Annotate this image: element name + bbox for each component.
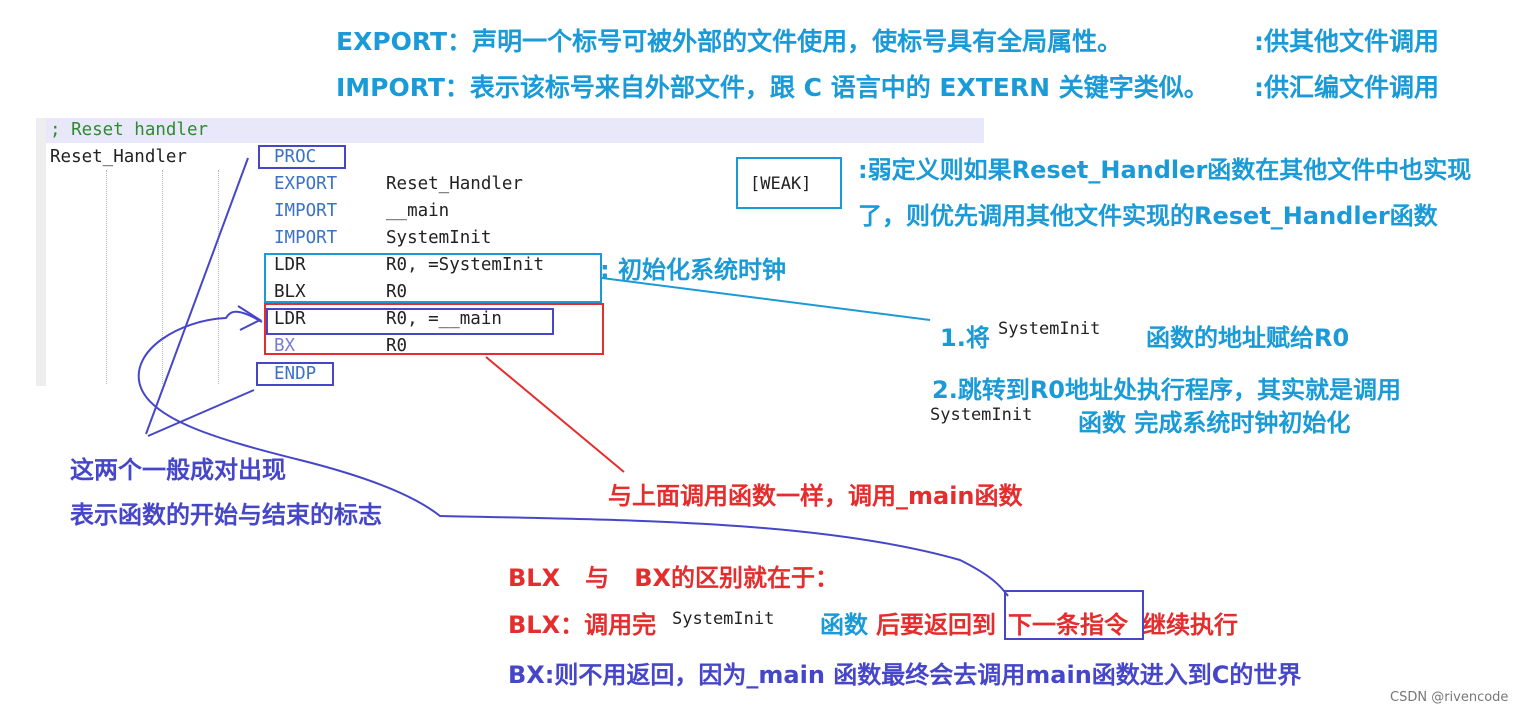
- weak-explanation-line2: 了，则优先调用其他文件实现的Reset_Handler函数: [858, 202, 1438, 230]
- endp-pointer-line: [147, 389, 255, 437]
- indent-guide: [218, 170, 219, 384]
- code-arg-import-systeminit: SystemInit: [386, 228, 492, 248]
- code-arg-import-main: __main: [386, 201, 450, 221]
- blx-red1: 后要返回到: [876, 611, 996, 639]
- init-clock-label: : 初始化系统时钟: [600, 256, 786, 284]
- code-op-ldr-main: LDR: [274, 309, 306, 329]
- code-op-endp: ENDP: [274, 364, 317, 384]
- blue-curve-arrow: [137, 310, 1009, 597]
- blx-mid: 函数: [820, 611, 868, 639]
- code-op-import-systeminit: IMPORT: [274, 228, 338, 248]
- code-comment: ; Reset handler: [50, 120, 209, 140]
- indent-guide: [162, 170, 163, 384]
- step2-code: SystemInit: [930, 405, 1033, 425]
- code-arg-ldr-main: R0, =__main: [386, 309, 502, 329]
- blx-boxed: 下一条指令: [1008, 611, 1128, 639]
- weak-keyword: [WEAK]: [750, 174, 812, 194]
- blue-arrow-head: [237, 305, 263, 331]
- pair-note-line1: 这两个一般成对出现: [70, 456, 286, 484]
- current-line-highlight: [46, 118, 984, 143]
- code-op-blx: BLX: [274, 282, 306, 302]
- endp-box: [256, 362, 334, 386]
- indent-guide: [106, 170, 107, 384]
- pair-note-line2: 表示函数的开始与结束的标志: [70, 501, 382, 529]
- code-editor: [36, 118, 984, 386]
- diff-title: BLX 与 BX的区别就在于：: [508, 564, 840, 592]
- export-note: :供其他文件调用: [1254, 27, 1439, 56]
- code-op-ldr-systeminit: LDR: [274, 255, 306, 275]
- step2-suffix: 函数 完成系统时钟初始化: [1078, 409, 1351, 437]
- bx-explanation: BX:则不用返回，因为_main 函数最终会去调用main函数进入到C的世界: [508, 661, 1302, 689]
- watermark: CSDN @rivencode: [1390, 690, 1509, 705]
- blx-prefix: BLX：调用完: [508, 611, 657, 639]
- blx-code: SystemInit: [672, 609, 775, 629]
- ldr-main-box: [266, 308, 554, 335]
- code-arg-export: Reset_Handler: [386, 174, 523, 194]
- weak-explanation-line1: :弱定义则如果Reset_Handler函数在其他文件中也实现: [858, 156, 1472, 184]
- import-description: IMPORT：表示该标号来自外部文件，跟 C 语言中的 EXTERN 关键字类似…: [336, 73, 1209, 102]
- code-op-proc: PROC: [274, 147, 317, 167]
- next-instruction-box: [1004, 590, 1144, 640]
- main-call-box: [264, 303, 604, 355]
- step1-code: SystemInit: [998, 319, 1101, 339]
- proc-box: [258, 145, 346, 169]
- weak-box: [736, 157, 842, 209]
- main-call-note: 与上面调用函数一样，调用_main函数: [608, 482, 1023, 510]
- code-op-bx: BX: [274, 336, 296, 356]
- systeminit-call-box: [264, 253, 602, 303]
- code-label: Reset_Handler: [50, 147, 187, 167]
- import-note: :供汇编文件调用: [1254, 73, 1439, 102]
- export-description: EXPORT：声明一个标号可被外部的文件使用，使标号具有全局属性。: [336, 27, 1123, 56]
- code-arg-ldr-systeminit: R0, =SystemInit: [386, 255, 545, 275]
- blx-red2: 继续执行: [1142, 611, 1238, 639]
- code-arg-bx: R0: [386, 336, 408, 356]
- step1-prefix: 1.将: [940, 324, 990, 352]
- main-pointer-line: [485, 356, 625, 473]
- code-op-export: EXPORT: [274, 174, 338, 194]
- code-op-import-main: IMPORT: [274, 201, 338, 221]
- editor-gutter: [36, 118, 46, 386]
- step2-line1: 2.跳转到R0地址处执行程序，其实就是调用: [932, 376, 1401, 404]
- step1-suffix: 函数的地址赋给R0: [1146, 324, 1350, 352]
- code-arg-blx: R0: [386, 282, 408, 302]
- systeminit-pointer-line: [601, 277, 931, 321]
- proc-pointer-line: [145, 157, 249, 435]
